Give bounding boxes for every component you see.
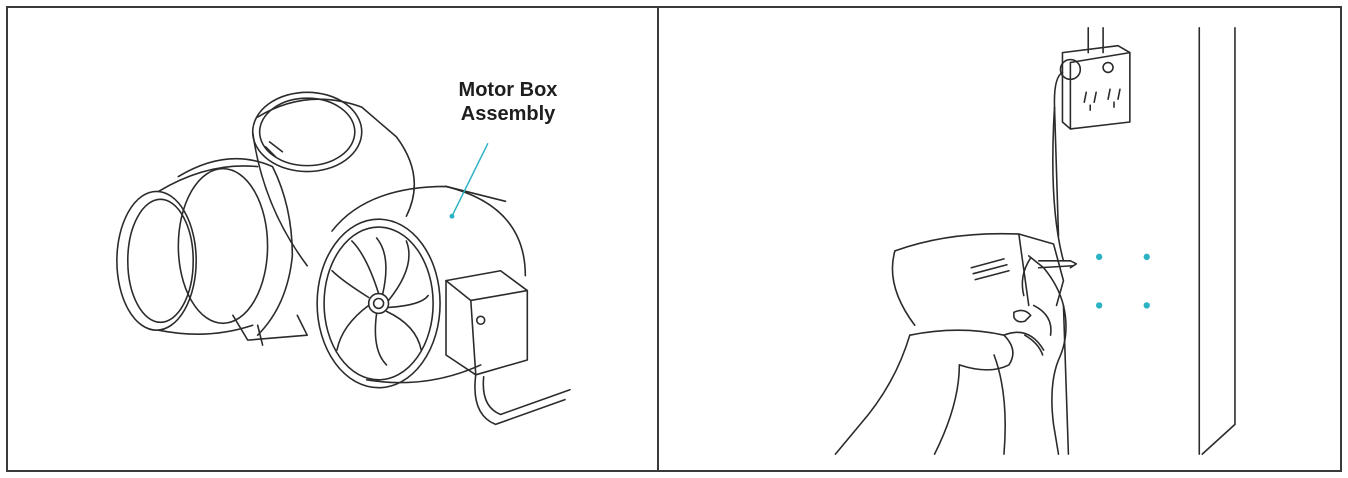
panel-motor-box: Motor Box Assembly xyxy=(8,8,659,470)
callout-line-2: Assembly xyxy=(460,103,556,125)
drill-marker-bottom-right xyxy=(1143,302,1150,309)
inline-duct-fan-icon xyxy=(116,91,571,426)
drill-marker-top-right xyxy=(1143,253,1150,261)
motor-box-assembly-label: Motor Box Assembly xyxy=(438,78,578,126)
drill-marker-group xyxy=(1095,253,1150,309)
drill-marker-top-left xyxy=(1095,253,1103,261)
callout-line-1: Motor Box xyxy=(458,79,558,101)
panel-drill-wall xyxy=(659,8,1340,470)
instruction-figure: Motor Box Assembly xyxy=(6,6,1342,472)
drill-wall-outlet-icon xyxy=(834,27,1236,455)
drill-marker-bottom-left xyxy=(1095,302,1103,309)
